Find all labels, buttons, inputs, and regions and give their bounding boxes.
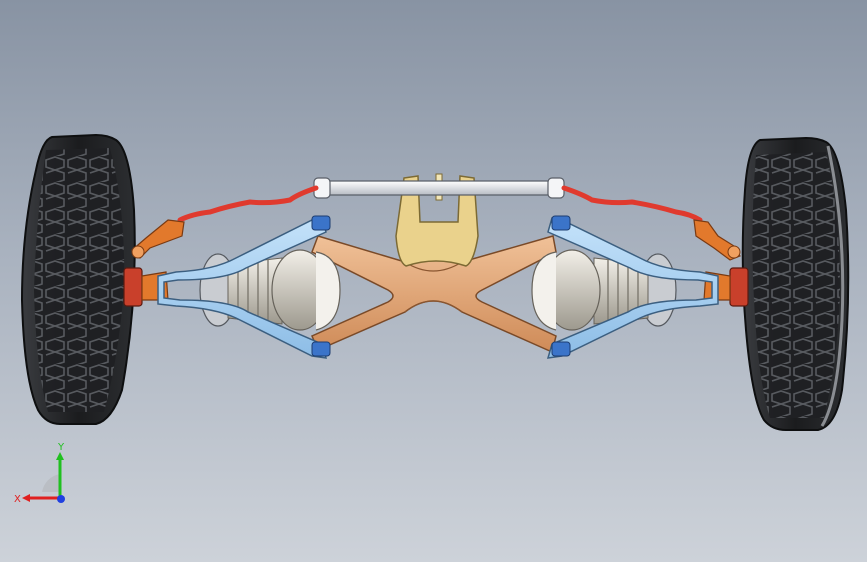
y-axis-label: Y <box>57 442 65 453</box>
left-wheel[interactable] <box>20 133 136 425</box>
right-lower-control-arm[interactable] <box>546 215 719 359</box>
right-wheel[interactable] <box>741 136 850 431</box>
steering-rack[interactable] <box>313 177 565 199</box>
right-tie-rod[interactable] <box>561 185 703 223</box>
x-axis-label: X <box>14 494 21 505</box>
right-drive-shaft[interactable] <box>531 249 677 331</box>
orientation-triad: Y X <box>14 442 65 505</box>
triad-plane <box>42 474 60 492</box>
y-axis-arrow <box>56 452 64 460</box>
x-axis-arrow <box>22 494 30 502</box>
left-tie-rod[interactable] <box>177 185 319 223</box>
left-steering-arm[interactable] <box>131 219 185 259</box>
z-axis-dot <box>57 495 65 503</box>
right-steering-arm[interactable] <box>693 219 741 261</box>
left-drive-shaft[interactable] <box>199 249 341 331</box>
left-lower-control-arm[interactable] <box>157 215 331 359</box>
